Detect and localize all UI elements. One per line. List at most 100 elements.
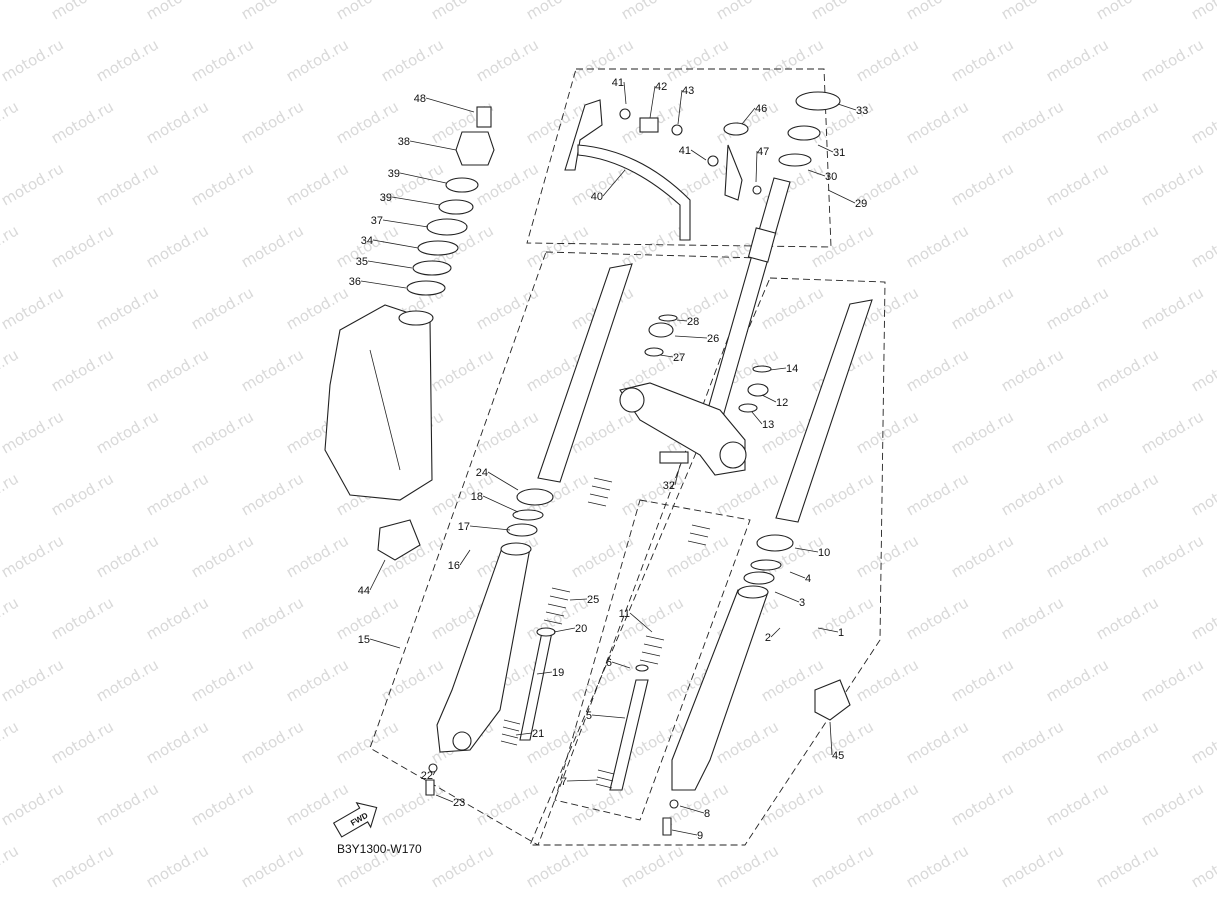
part-callout-41: 41 (612, 77, 624, 89)
watermark-text: motod.ru (948, 779, 1017, 829)
watermark-text: motod.ru (1043, 779, 1112, 829)
watermark-text: motod.ru (758, 283, 827, 333)
bolt-43 (671, 124, 683, 136)
watermark-text: motod.ru (1188, 593, 1217, 643)
watermark-text: motod.ru (473, 779, 542, 829)
watermark-text: motod.ru (283, 283, 352, 333)
watermark-text: motod.ru (0, 779, 67, 829)
watermark-text: motod.ru (903, 97, 972, 147)
watermark-text: motod.ru (903, 717, 972, 767)
watermark-text: motod.ru (93, 159, 162, 209)
leader-line-34 (372, 239, 419, 249)
part-callout-9: 9 (697, 830, 703, 842)
watermark-text: motod.ru (188, 159, 257, 209)
watermark-text: motod.ru (0, 407, 67, 457)
leader-line-32 (674, 464, 681, 486)
bracket-clamp-right (719, 441, 747, 469)
watermark-text: motod.ru (903, 469, 972, 519)
watermark-text: motod.ru (143, 469, 212, 519)
watermark-text: motod.ru (808, 469, 877, 519)
part-callout-46: 46 (755, 103, 767, 115)
clamp-42 (639, 117, 659, 133)
watermark-text: motod.ru (143, 97, 212, 147)
watermark-layer: motod.ru motod.ru motod.ru motod.ru motod.ru… (0, 0, 1217, 891)
part-callout-16: 16 (448, 560, 460, 572)
watermark-text: motod.ru (998, 97, 1067, 147)
watermark-text: motod.ru (713, 841, 782, 891)
watermark-text: motod.ru (48, 221, 117, 271)
leader-line-3 (774, 591, 800, 603)
watermark-text: motod.ru (188, 35, 257, 85)
part-callout-42: 42 (655, 81, 667, 93)
watermark-text: motod.ru (618, 0, 687, 23)
ring-45 (723, 122, 749, 136)
leader-line-37 (382, 219, 429, 228)
leader-line-13 (751, 411, 763, 425)
watermark-text: motod.ru (0, 283, 67, 333)
ring-6 (635, 664, 649, 672)
part-callout-40: 40 (591, 191, 603, 203)
part-callout-28: 28 (687, 316, 699, 328)
watermark-text: motod.ru (188, 655, 257, 705)
part-callout-20: 20 (575, 623, 587, 635)
stay-arc (577, 144, 691, 241)
inner-fork-frame (554, 499, 751, 821)
part-callout-19: 19 (552, 667, 564, 679)
watermark-text: motod.ru (758, 35, 827, 85)
leader-line-36 (360, 280, 407, 289)
part-callout-6: 6 (606, 657, 612, 669)
leader-line-7 (566, 779, 599, 782)
seal-24 (516, 488, 554, 506)
leader-line-8 (679, 805, 705, 814)
watermark-text: motod.ru (428, 841, 497, 891)
leader-line-31 (817, 144, 834, 153)
clip-28 (658, 314, 678, 322)
leader-line-33 (837, 103, 857, 111)
watermark-text: motod.ru (0, 159, 67, 209)
part-callout-4: 4 (805, 573, 811, 585)
watermark-text: motod.ru (143, 717, 212, 767)
watermark-text: motod.ru (1093, 841, 1162, 891)
part-callout-39: 39 (388, 168, 400, 180)
part-callout-12: 12 (776, 397, 788, 409)
watermark-text: motod.ru (333, 97, 402, 147)
watermark-text: motod.ru (713, 0, 782, 23)
part-callout-36: 36 (349, 276, 361, 288)
watermark-text: motod.ru (0, 35, 67, 85)
watermark-text: motod.ru (523, 841, 592, 891)
watermark-text: motod.ru (1093, 345, 1162, 395)
nut-39a (445, 177, 479, 193)
part-callout-7: 7 (561, 776, 567, 788)
inner-tube-left (537, 263, 633, 483)
watermark-text: motod.ru (663, 531, 732, 581)
part-callout-35: 35 (356, 256, 368, 268)
leader-line-47 (755, 150, 758, 183)
watermark-text: motod.ru (808, 221, 877, 271)
spring-25 (543, 587, 571, 625)
right-fork (595, 299, 873, 836)
watermark-text: motod.ru (93, 407, 162, 457)
watermark-text: motod.ru (283, 35, 352, 85)
watermark-text: motod.ru (903, 593, 972, 643)
watermark-text: motod.ru (1188, 717, 1217, 767)
leader-line-27 (659, 354, 674, 358)
watermark-text: motod.ru (853, 779, 922, 829)
watermark-text: motod.ru (758, 779, 827, 829)
part-callout-43: 43 (682, 85, 694, 97)
watermark-text: motod.ru (523, 221, 592, 271)
under-bracket (619, 382, 746, 476)
seal-3 (743, 571, 775, 585)
watermark-text: motod.ru (93, 531, 162, 581)
watermark-text: motod.ru (903, 841, 972, 891)
watermark-text: motod.ru (853, 35, 922, 85)
watermark-text: motod.ru (48, 469, 117, 519)
leader-line-20 (553, 627, 576, 633)
part-callout-33: 33 (856, 105, 868, 117)
leader-line-26 (674, 335, 708, 339)
cable-guide (724, 144, 743, 201)
watermark-text: motod.ru (0, 345, 22, 395)
headlight-stay (564, 99, 603, 171)
watermark-text: motod.ru (1188, 97, 1217, 147)
watermark-text: motod.ru (618, 221, 687, 271)
part-callout-47: 47 (757, 146, 769, 158)
